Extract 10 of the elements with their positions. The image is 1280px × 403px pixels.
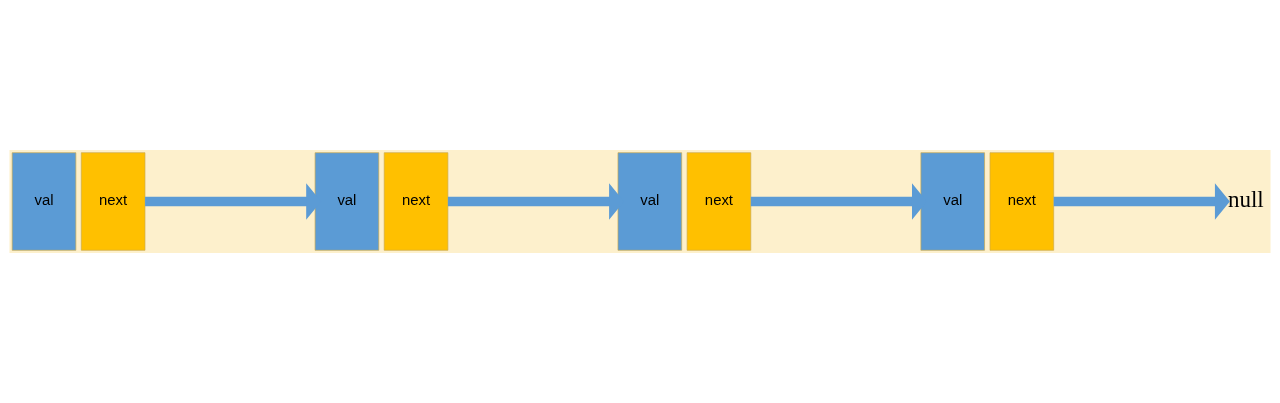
node-box: next [80, 152, 146, 251]
node-box: val [617, 152, 682, 251]
node-box: next [383, 152, 449, 251]
node-box: val [920, 152, 985, 251]
node-box: val [11, 152, 77, 251]
node-box: next [989, 152, 1055, 251]
arrow [1053, 183, 1230, 220]
node-box: next [686, 152, 752, 251]
node-box: val [314, 152, 380, 251]
node-text: null [1227, 186, 1264, 213]
